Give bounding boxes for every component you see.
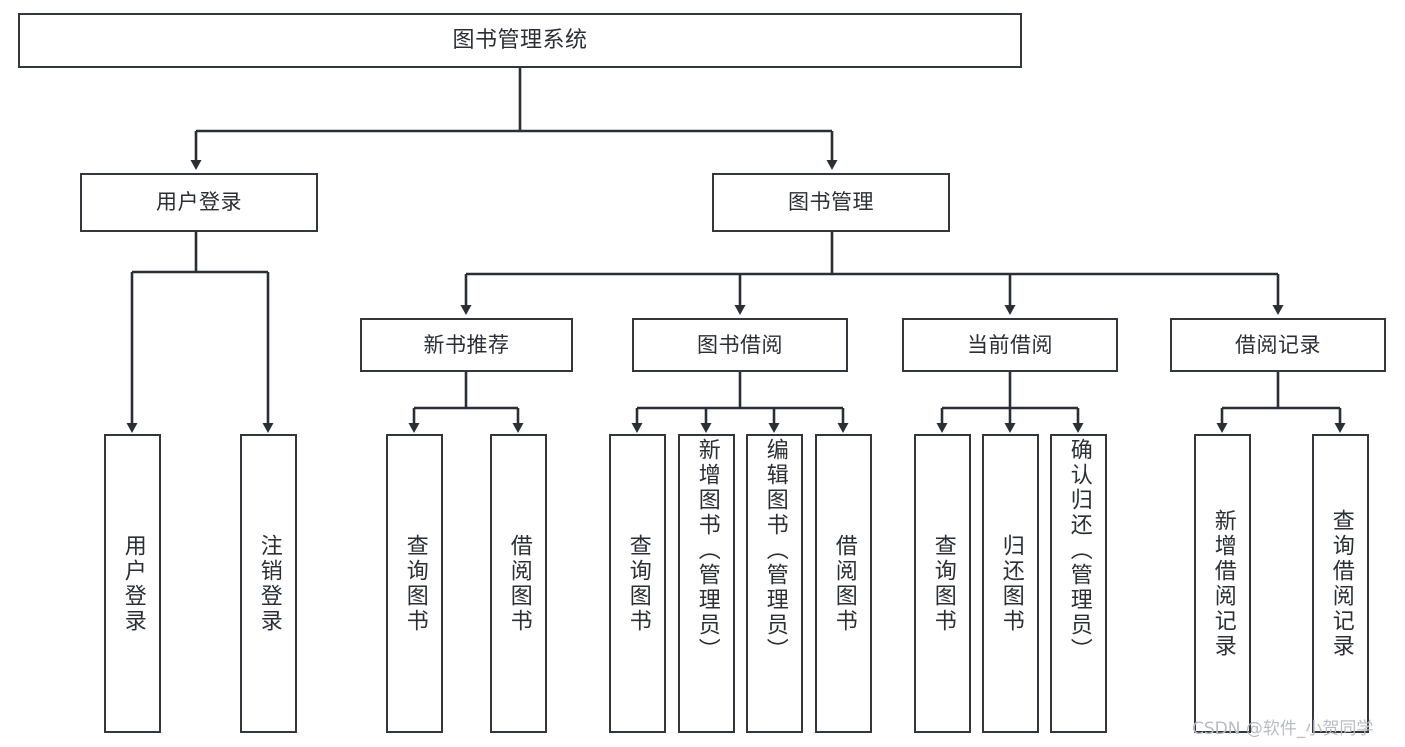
node-label: 借阅图书 xyxy=(506,533,532,634)
node-label: 注销登录 xyxy=(256,533,282,634)
node-label: 当前借阅 xyxy=(967,332,1053,357)
node-label: 图书管理系统 xyxy=(452,27,588,53)
node-label: 新增图书（管理员） xyxy=(694,438,720,663)
node-leaf-logout-login[interactable]: 注销登录 xyxy=(240,434,297,733)
node-leaf-query-book-current[interactable]: 查询图书 xyxy=(914,434,971,733)
node-user-login[interactable]: 用户登录 xyxy=(80,173,318,232)
node-label: 图书管理 xyxy=(788,190,874,215)
node-leaf-add-book-admin[interactable]: 新增图书（管理员） xyxy=(678,434,735,733)
node-leaf-borrow-book-borrow[interactable]: 借阅图书 xyxy=(815,434,872,733)
node-leaf-user-login[interactable]: 用户登录 xyxy=(104,434,161,733)
node-label: 用户登录 xyxy=(120,533,146,634)
watermark-text: CSDN @软件_小贺同学 xyxy=(1192,719,1374,739)
node-book-management[interactable]: 图书管理 xyxy=(712,173,950,232)
node-leaf-return-book[interactable]: 归还图书 xyxy=(982,434,1039,733)
node-label: 查询图书 xyxy=(930,533,956,634)
node-label: 用户登录 xyxy=(156,190,242,215)
node-label: 确认归还（管理员） xyxy=(1066,438,1092,663)
node-label: 编辑图书（管理员） xyxy=(762,438,788,663)
node-label: 查询图书 xyxy=(625,533,651,634)
node-leaf-query-borrow-record[interactable]: 查询借阅记录 xyxy=(1312,434,1369,733)
node-label: 借阅图书 xyxy=(831,533,857,634)
node-leaf-add-borrow-record[interactable]: 新增借阅记录 xyxy=(1194,434,1251,733)
node-label: 归还图书 xyxy=(998,533,1024,634)
node-label: 查询借阅记录 xyxy=(1328,508,1354,659)
node-leaf-query-book-borrow[interactable]: 查询图书 xyxy=(609,434,666,733)
node-leaf-borrow-book-recommend[interactable]: 借阅图书 xyxy=(490,434,547,733)
node-borrow-record[interactable]: 借阅记录 xyxy=(1170,318,1386,372)
node-new-book-recommend[interactable]: 新书推荐 xyxy=(360,318,573,372)
node-label: 图书借阅 xyxy=(697,332,783,357)
node-current-borrow[interactable]: 当前借阅 xyxy=(902,318,1118,372)
node-book-borrow[interactable]: 图书借阅 xyxy=(632,318,848,372)
node-label: 查询图书 xyxy=(402,533,428,634)
node-label: 新书推荐 xyxy=(423,332,510,357)
node-leaf-query-book-recommend[interactable]: 查询图书 xyxy=(386,434,443,733)
node-leaf-edit-book-admin[interactable]: 编辑图书（管理员） xyxy=(746,434,803,733)
node-label: 借阅记录 xyxy=(1235,332,1321,357)
node-root-book-management-system[interactable]: 图书管理系统 xyxy=(18,13,1022,68)
node-label: 新增借阅记录 xyxy=(1210,508,1236,659)
node-leaf-confirm-return-admin[interactable]: 确认归还（管理员） xyxy=(1050,434,1107,733)
